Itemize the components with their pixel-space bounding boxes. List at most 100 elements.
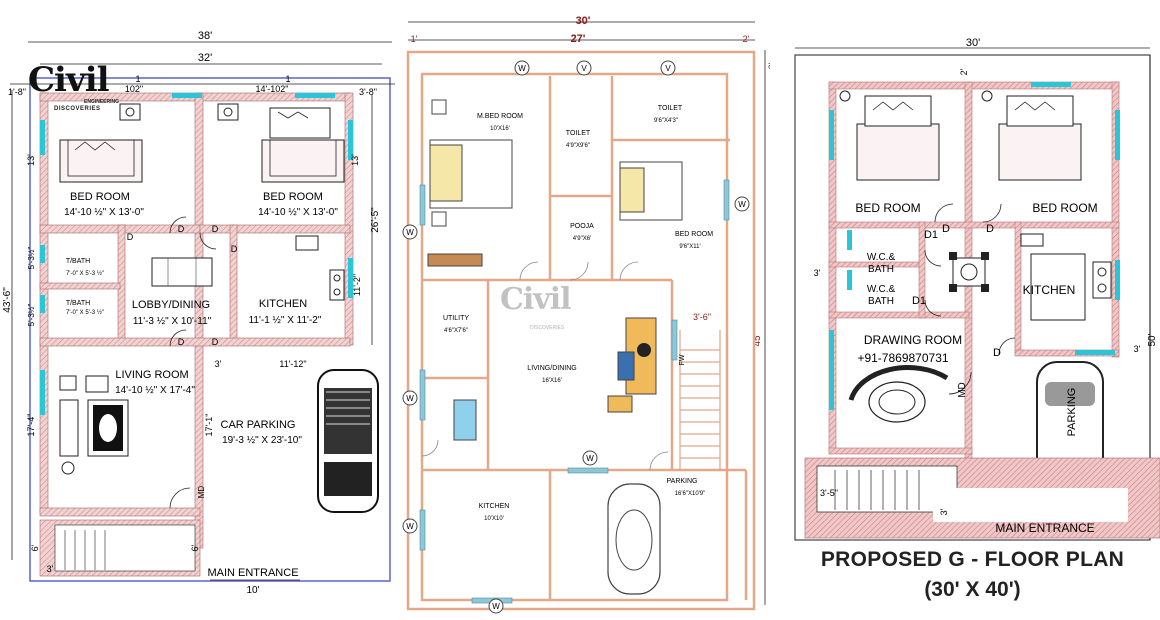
dim-13b: 13' xyxy=(350,154,360,166)
dim-532a: 5'-3½" xyxy=(27,247,36,270)
sofa-set xyxy=(848,365,949,423)
dim-side: 45' xyxy=(752,333,763,346)
room-label-utility: UTILITY xyxy=(443,315,469,322)
entrance-steps xyxy=(39,519,201,577)
room-label-toilet1: TOILET xyxy=(566,130,591,137)
room-label-tbath2: T/BATH xyxy=(66,300,90,307)
main-entrance-1: MAIN ENTRANCE xyxy=(207,567,298,579)
room-label-tbath1: T/BATH xyxy=(66,258,90,265)
room-label-wc2b: BATH xyxy=(868,296,894,307)
room-size-utility: 4'6"X7'6" xyxy=(444,328,468,334)
sofa-set xyxy=(607,317,657,413)
door-d1-b: D1 xyxy=(912,295,926,307)
room-label-pooja: POOJA xyxy=(570,223,594,230)
door-d-2: D xyxy=(212,224,219,234)
door-d-6: D xyxy=(212,337,219,347)
room-label-bed1: BED ROOM xyxy=(70,191,130,203)
kitchen-counter xyxy=(1020,233,1112,321)
car xyxy=(317,369,379,513)
master-bed xyxy=(427,99,513,267)
dim-3b: 3' xyxy=(47,564,54,574)
dim-inner: 27' xyxy=(571,33,586,45)
room-size-tbath2: 7'-0" X 5'-3 ½" xyxy=(66,309,104,316)
entrance-steps xyxy=(804,457,1160,539)
dim-top: 2' xyxy=(959,68,969,75)
room-size-pooja: 4'9"X6' xyxy=(573,236,591,242)
car xyxy=(607,483,661,595)
phone-number: +91-7869870731 xyxy=(857,351,948,365)
room-label-living: LIVING/DINING xyxy=(527,365,576,372)
room-size-bed1: 14'-10 ½" X 13'-0" xyxy=(64,207,144,218)
dim-532b: 5'-3½" xyxy=(27,304,36,327)
door-d-1: D xyxy=(178,224,185,234)
plan-subtitle: (30' X 40') xyxy=(924,578,1021,601)
room-label-kitchen: KITCHEN xyxy=(1023,283,1076,297)
dim-overall-width: 38' xyxy=(198,30,212,42)
windows xyxy=(829,82,1120,410)
door-d-1: D xyxy=(942,223,950,235)
room-label-toilet2: TOILET xyxy=(658,105,683,112)
door-swings xyxy=(924,203,1016,395)
dining-table xyxy=(949,252,989,292)
room-size-parking: 19'-3 ½" X 23'-10" xyxy=(222,435,302,446)
room-size-bed: 9'6"X11' xyxy=(679,244,700,250)
dim-depth: 43'-6" xyxy=(2,287,13,313)
dining-table xyxy=(151,257,213,287)
svg-text:W: W xyxy=(492,602,500,611)
room-size-parking: 16'6"X10'9" xyxy=(675,491,706,497)
dim-right: 2' xyxy=(743,34,750,44)
dim-left: 1' xyxy=(411,34,418,44)
main-entrance-3: MAIN ENTRANCE xyxy=(995,521,1094,535)
door-md: MD xyxy=(957,382,968,398)
dining-table xyxy=(453,399,477,441)
door-d-5: D xyxy=(178,337,185,347)
svg-text:W: W xyxy=(406,394,414,403)
door-d-2: D xyxy=(986,223,994,235)
logo-subtext: DISCOVERIES xyxy=(54,106,101,112)
watermark-subtext: DISCOVERIES xyxy=(530,325,565,331)
svg-text:W: W xyxy=(586,454,594,463)
living-furniture xyxy=(59,375,129,475)
room-label-parking: PARKING xyxy=(667,478,698,485)
dim-6a: 6' xyxy=(30,544,40,551)
dim-step: 3' xyxy=(939,508,949,515)
room-label-kitchen: KITCHEN xyxy=(259,298,307,310)
dim-stair: 3'-5" xyxy=(820,488,838,498)
svg-text:W: W xyxy=(406,522,414,531)
svg-text:V: V xyxy=(665,64,671,73)
dim-right-offset: 3'-8" xyxy=(359,87,377,97)
room-size-lobby: 11'-3 ½" X 10'-11" xyxy=(133,316,212,327)
svg-text:W: W xyxy=(518,64,526,73)
door-d-4: D xyxy=(127,232,134,242)
window-markers: W W W W W W W V V xyxy=(402,60,750,614)
kitchen-counter xyxy=(295,235,345,301)
room-size-living: 14'-10 ½" X 17'-4" xyxy=(115,385,195,396)
room-size-bed2: 14'-10 ½" X 13'-0" xyxy=(258,207,338,218)
room-size-toilet1: 4'9"X9'6" xyxy=(566,143,590,149)
dim-left-offset: 1'-8" xyxy=(8,87,26,97)
floor-plan-1: 38' 32' 1'-8" 102" 14'-102" 1 1 3'-8" 43… xyxy=(2,30,395,596)
dim-side-top: 2' xyxy=(767,62,770,69)
room-label-bed2: BED ROOM xyxy=(1032,201,1097,215)
svg-text:W: W xyxy=(406,228,414,237)
room-label-parking: PARKING xyxy=(1066,388,1078,437)
dim-174: 17'-4" xyxy=(26,414,36,437)
bed-2 xyxy=(981,90,1082,181)
room-label-bed1: BED ROOM xyxy=(855,201,920,215)
door-d-3: D xyxy=(993,347,1001,359)
dim-13a: 13' xyxy=(26,154,36,166)
room-label-bed2: BED ROOM xyxy=(263,191,323,203)
bed-1 xyxy=(59,103,143,183)
dim-room2-width: 14'-102" xyxy=(256,84,289,94)
dim-171: 17'-1" xyxy=(204,414,214,437)
door-d1-a: D1 xyxy=(924,229,938,241)
dim-6b: 6' xyxy=(190,544,200,551)
dim-room1-width: 102" xyxy=(125,84,143,94)
dim-right-depth: 26'-5" xyxy=(370,207,381,233)
dim-mark-1a: 1 xyxy=(135,74,140,84)
dim-inner-width: 32' xyxy=(198,52,212,64)
dim-stair: 3'-6" xyxy=(693,312,711,322)
room-size-living: 16'X16' xyxy=(542,378,562,384)
dim-width: 30' xyxy=(966,37,980,49)
room-size-kitchen: 11'-1 ½" X 11'-2" xyxy=(249,315,322,326)
